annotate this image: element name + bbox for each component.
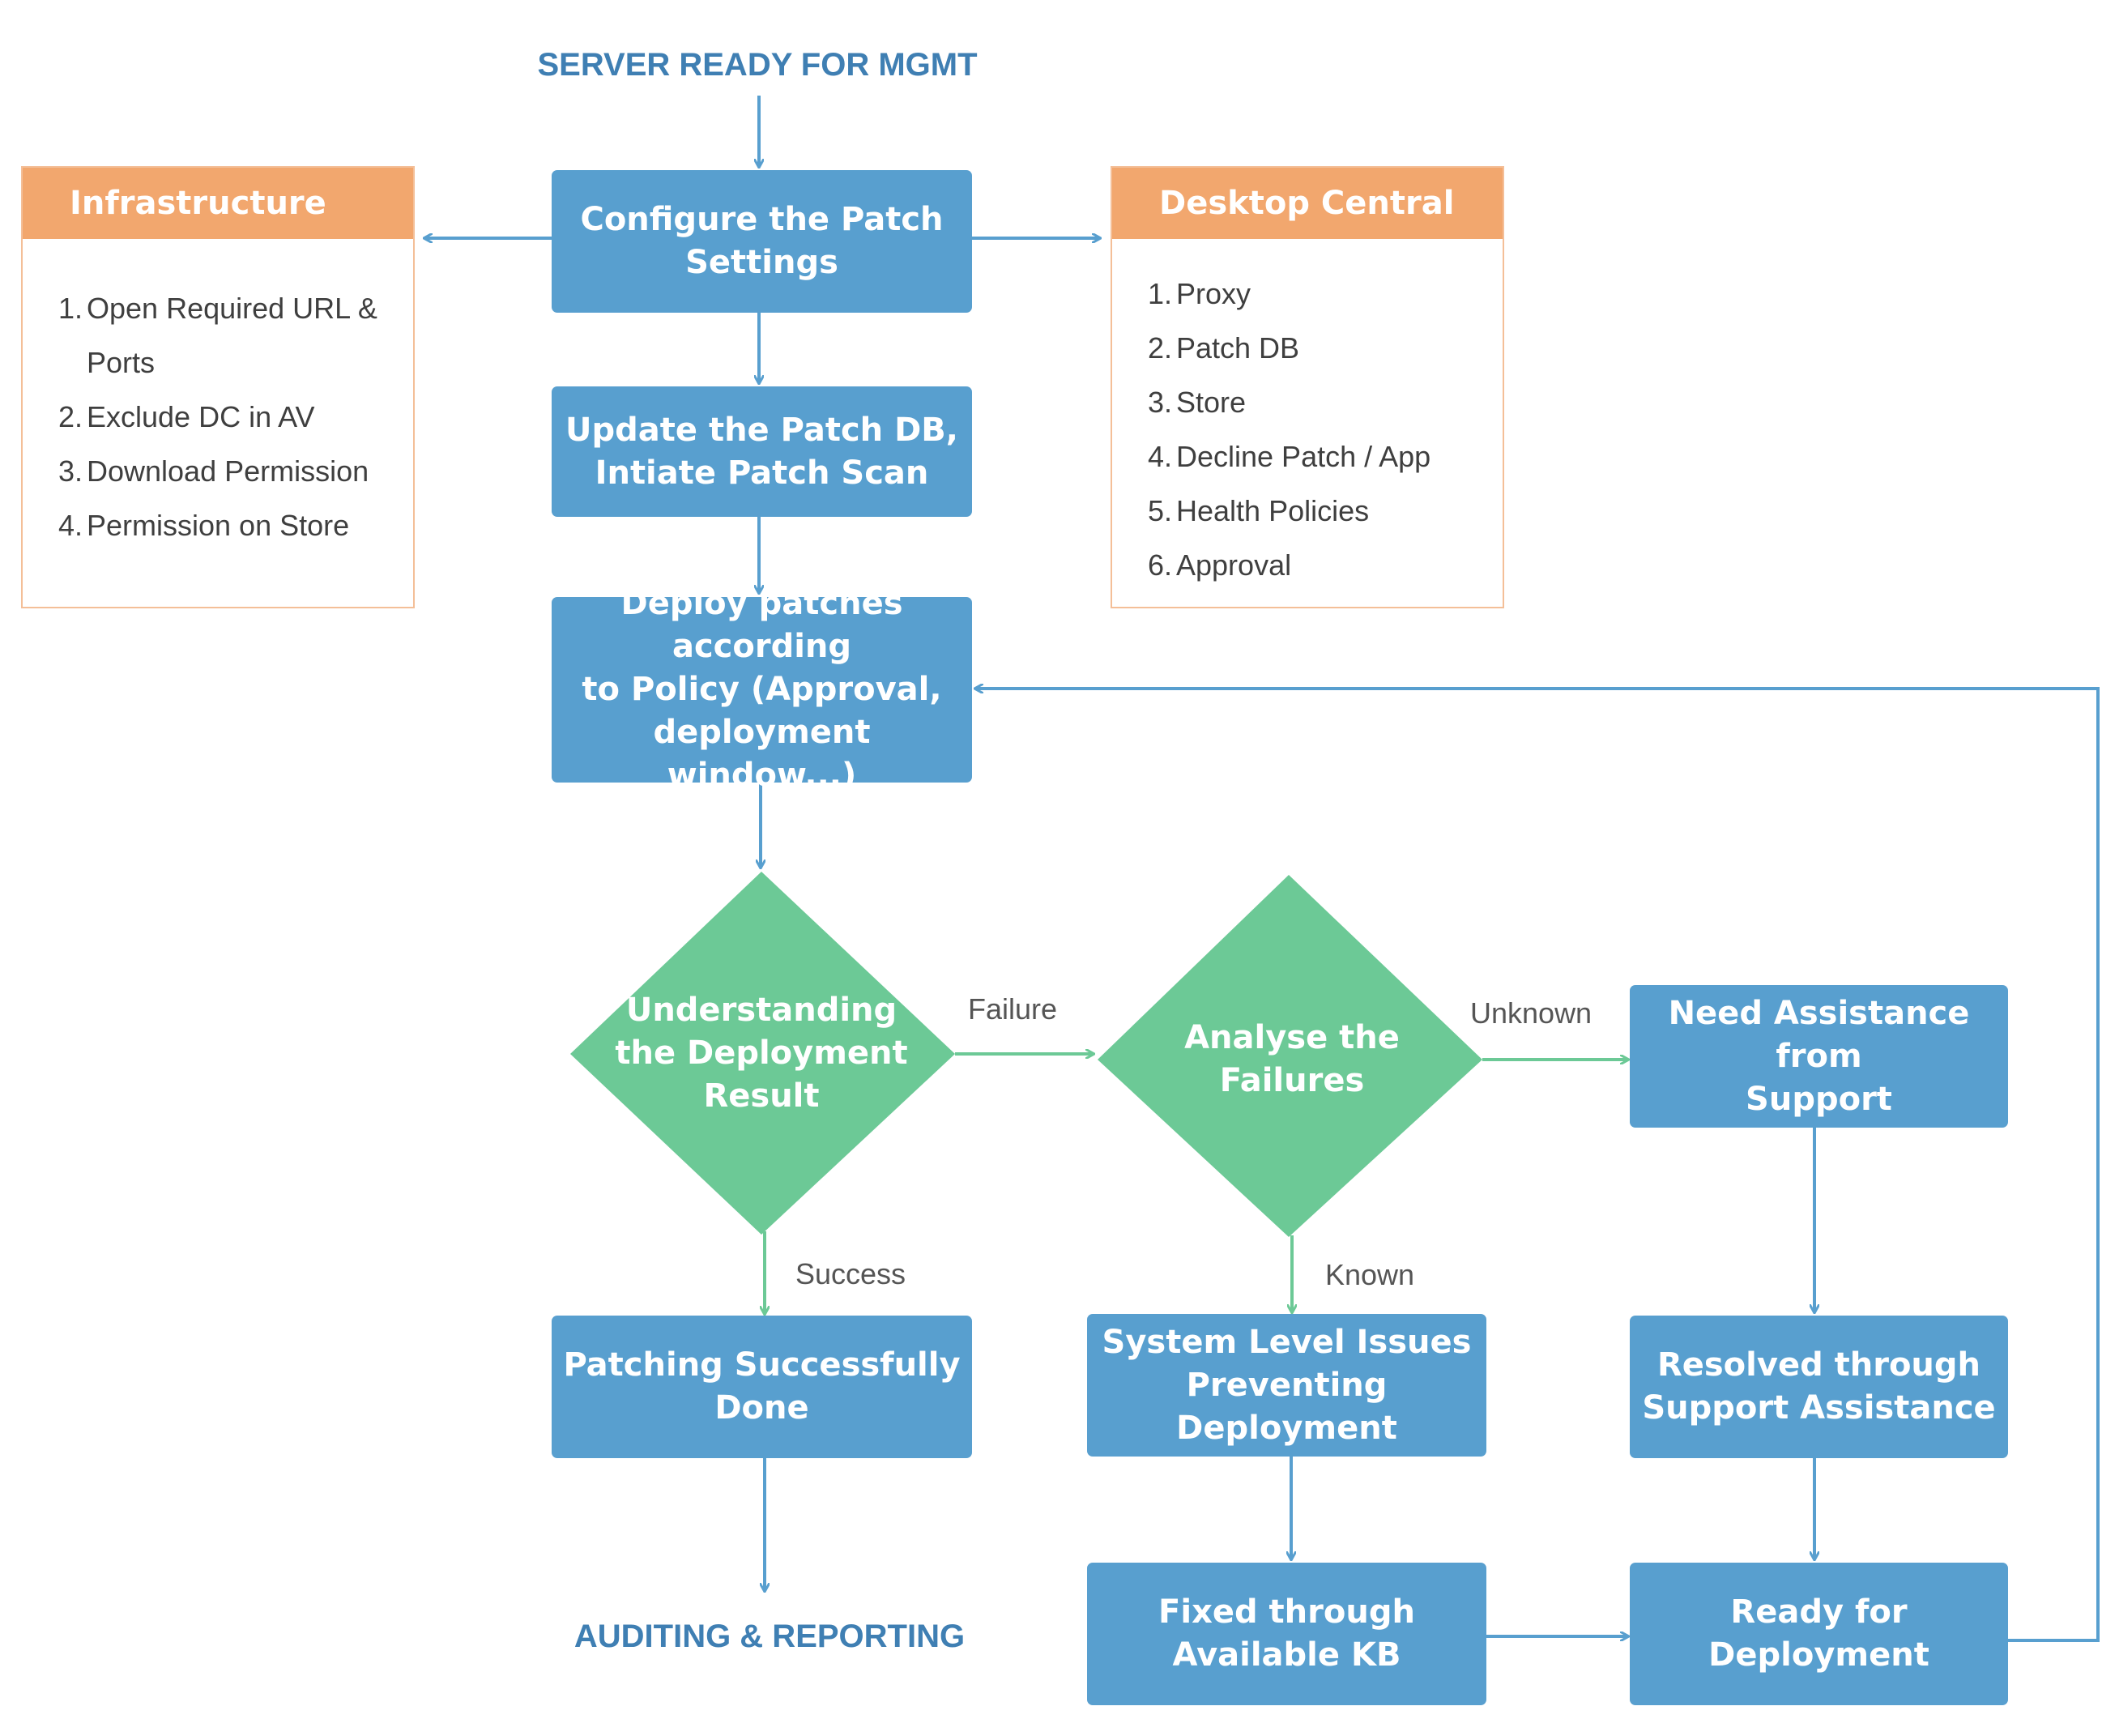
list-item: 6.Approval (1148, 538, 1494, 592)
list-text: Exclude DC in AV (87, 400, 315, 433)
list-number: 1. (1148, 277, 1173, 310)
end-label: AUDITING & REPORTING (573, 1619, 966, 1654)
list-item: 3.Store (1148, 375, 1494, 429)
decision-analyse-label: Analyse the Failures (1130, 995, 1454, 1124)
node-line: Update the Patch DB, (565, 411, 958, 449)
node-line: Support Assistance (1642, 1389, 1996, 1427)
list-text: Open Required URL & (87, 292, 377, 325)
list-number: 4. (1148, 440, 1173, 473)
list-number: 1. (58, 292, 83, 325)
infrastructure-panel-title: Infrastructure (23, 168, 413, 239)
decision-understanding-label: Understanding the Deployment Result (599, 972, 923, 1134)
list-number: 6. (1148, 548, 1173, 582)
list-text: Ports (87, 346, 156, 379)
deploy-patches-node: Deploy patches according to Policy (Appro… (552, 585, 972, 794)
list-item: 2.Exclude DC in AV (58, 390, 405, 444)
node-line: System Level Issues (1102, 1323, 1472, 1361)
node-line: Deploy patches according (620, 585, 903, 665)
node-line: Support (1746, 1080, 1892, 1118)
known-label: Known (1325, 1258, 1415, 1291)
node-line: Analyse the (1184, 1019, 1400, 1056)
node-line: Intiate Patch Scan (595, 454, 929, 492)
decision-analyse-shape (1098, 875, 1482, 1237)
list-item: 1.Proxy (1148, 267, 1494, 321)
node-line: Ready for Deployment (1708, 1593, 1929, 1674)
list-text: Store (1176, 386, 1247, 419)
list-number: 5. (1148, 494, 1173, 527)
node-line: Fixed through (1158, 1593, 1415, 1631)
node-line: the Deployment (615, 1034, 908, 1072)
list-text: Patch DB (1176, 331, 1300, 365)
list-text: Download Permission (87, 454, 369, 488)
node-line: Failures (1219, 1062, 1365, 1099)
failure-label: Failure (968, 992, 1058, 1026)
list-number: 3. (58, 454, 83, 488)
list-item: 4.Permission on Store (58, 498, 405, 552)
list-number: 4. (58, 509, 83, 542)
list-text: Approval (1176, 548, 1292, 582)
node-line: Need Assistance from (1668, 994, 1970, 1075)
list-number: 2. (1148, 331, 1173, 365)
decision-understanding-shape (570, 872, 955, 1235)
start-label: SERVER READY FOR MGMT (537, 47, 978, 83)
list-item: 4.Decline Patch / App (1148, 429, 1494, 484)
ready-for-deployment-node: Ready for Deployment (1630, 1563, 2008, 1705)
unknown-label: Unknown (1470, 996, 1592, 1030)
update-patch-db-node: Update the Patch DB, Intiate Patch Scan (552, 386, 972, 517)
infrastructure-panel: Infrastructure 1.Open Required URL & Port… (21, 166, 415, 608)
node-line: Configure the Patch (580, 201, 944, 238)
node-line: Done (714, 1389, 809, 1427)
list-text: Health Policies (1176, 494, 1370, 527)
node-line: Patching Successfully (563, 1346, 961, 1384)
node-line: Understanding (625, 991, 898, 1029)
list-item: 2.Patch DB (1148, 321, 1494, 375)
desktop-central-list: 1.Proxy 2.Patch DB 3.Store 4.Decline Pat… (1148, 267, 1494, 592)
node-line: Result (703, 1077, 820, 1115)
list-number: 3. (1148, 386, 1173, 419)
infrastructure-list: 1.Open Required URL & Ports 2.Exclude DC … (58, 281, 405, 552)
desktop-central-panel-title: Desktop Central (1112, 168, 1503, 239)
node-line: Settings (685, 244, 838, 281)
list-text: Decline Patch / App (1176, 440, 1431, 473)
list-number: 2. (58, 400, 83, 433)
node-line: Available KB (1172, 1636, 1401, 1674)
arrow-ready-loop-to-deploy (975, 689, 2100, 1642)
list-text: Proxy (1176, 277, 1251, 310)
desktop-central-panel: Desktop Central 1.Proxy 2.Patch DB 3.Sto… (1111, 166, 1504, 608)
node-line: to Policy (Approval, (582, 671, 942, 708)
node-line: Resolved through (1656, 1346, 1981, 1384)
list-item: 3.Download Permission (58, 444, 405, 498)
success-label: Success (795, 1257, 906, 1290)
node-line: Preventing Deployment (1176, 1366, 1397, 1447)
list-item: 1.Open Required URL & Ports (58, 281, 405, 390)
list-text: Permission on Store (87, 509, 350, 542)
node-line: deployment window,..) (653, 714, 871, 794)
list-item: 5.Health Policies (1148, 484, 1494, 538)
